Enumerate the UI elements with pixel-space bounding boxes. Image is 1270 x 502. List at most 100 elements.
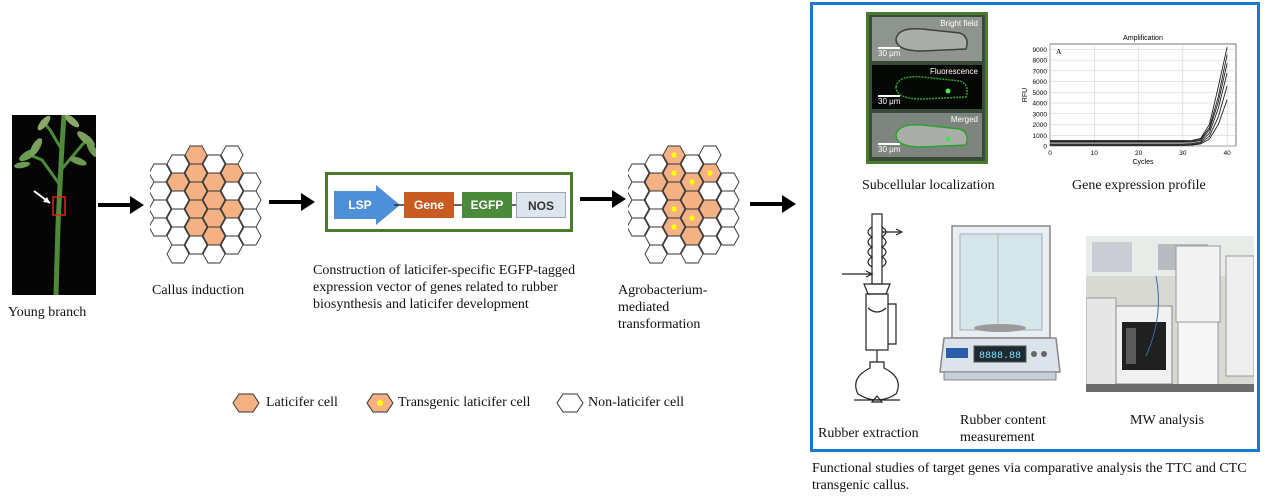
non-laticifer-cell <box>662 235 686 255</box>
x-tick-label: 40 <box>1224 150 1232 157</box>
gene-box: Gene <box>404 192 454 218</box>
transgenic-cell-legend-icon <box>366 393 394 413</box>
lsp-label: LSP <box>348 198 372 212</box>
scale-bar: 30 μm <box>878 95 901 106</box>
non-laticifer-cell <box>166 190 190 210</box>
non-laticifer-cell-legend-icon <box>556 393 584 413</box>
laticifer-cell <box>662 181 686 201</box>
cell-outline <box>895 27 968 52</box>
non-laticifer-cell <box>628 163 650 183</box>
transgenic-marker <box>689 179 695 185</box>
non-laticifer-cell <box>238 172 262 192</box>
non-laticifer-cell <box>716 190 740 210</box>
arrow-right-icon <box>98 196 144 214</box>
non-laticifer-cell <box>716 226 740 246</box>
fluorescent-cell <box>895 75 968 100</box>
rubber-content-label: Rubber content measurement <box>960 413 1046 445</box>
amplification-curve-1 <box>1050 47 1228 142</box>
non-laticifer-cell <box>202 154 226 174</box>
y-tick-label: 2000 <box>1033 122 1048 129</box>
fluorescence-panel: Fluorescence 30 μm <box>872 65 982 109</box>
non-laticifer-cell <box>716 208 740 228</box>
non-laticifer-cell <box>698 145 722 165</box>
non-laticifer-cell <box>238 190 262 210</box>
y-axis-label: RFU <box>1022 88 1029 102</box>
non-laticifer-cell <box>698 235 722 255</box>
gene-expression-profile-label: Gene expression profile <box>1072 178 1206 193</box>
non-laticifer-cell <box>644 154 668 174</box>
non-laticifer-cell <box>220 145 244 165</box>
laticifer-cell <box>202 226 226 246</box>
non-laticifer-cell <box>220 217 244 237</box>
vector-backbone-line <box>394 204 516 206</box>
x-tick-label: 10 <box>1091 150 1099 157</box>
y-tick-label: 8000 <box>1033 58 1048 65</box>
mw-analysis-label: MW analysis <box>1130 413 1205 428</box>
egfp-box: EGFP <box>462 192 512 218</box>
non-laticifer-cell <box>220 181 244 201</box>
transgenic-marker <box>671 152 677 158</box>
non-laticifer-cell <box>698 217 722 237</box>
non-laticifer-cell <box>628 217 650 237</box>
x-axis-label: Cycles <box>1132 159 1154 166</box>
amplification-curve-2 <box>1050 54 1228 142</box>
balance-display: 8888.88 <box>979 351 1021 362</box>
subcellular-localization-label: Subcellular localization <box>862 178 995 193</box>
non-laticifer-cell <box>166 154 190 174</box>
laticifer-cell <box>166 172 190 192</box>
lsp-promoter-arrow <box>334 185 400 225</box>
subcellular-micrograph: Bright field 30 μm Fluorescence 30 μm Me… <box>866 12 988 164</box>
legend-laticifer-cell: Laticifer cell <box>266 395 338 410</box>
x-tick-label: 20 <box>1135 150 1143 157</box>
laticifer-cell <box>184 199 208 219</box>
non-laticifer-cell <box>150 199 172 219</box>
merged-panel: Merged 30 μm <box>872 113 982 157</box>
y-tick-label: 7000 <box>1033 68 1048 75</box>
laticifer-cell <box>202 172 226 192</box>
transgenic-marker <box>671 224 677 230</box>
merged-cell <box>895 123 968 148</box>
non-laticifer-cell <box>184 235 208 255</box>
non-laticifer-cell <box>716 172 740 192</box>
callus-cell-grid <box>150 145 262 264</box>
non-laticifer-cell <box>644 208 668 228</box>
analytical-balance-drawing: 8888.88 <box>939 225 1061 381</box>
expression-vector-box: LSP Gene EGFP NOS <box>325 172 573 232</box>
soxhlet-extractor-drawing <box>842 213 904 403</box>
laticifer-cell <box>698 199 722 219</box>
transgenic-marker <box>689 215 695 221</box>
laticifer-cell <box>184 217 208 237</box>
transgenic-callus-cell-grid <box>628 145 740 264</box>
scale-bar: 30 μm <box>878 47 901 58</box>
scale-bar: 30 μm <box>878 143 901 154</box>
chart-title: Amplification <box>1123 35 1163 42</box>
young-branch-label: Young branch <box>8 305 87 320</box>
y-tick-label: 0 <box>1043 144 1047 151</box>
x-tick-label: 30 <box>1179 150 1187 157</box>
transgenic-marker <box>671 206 677 212</box>
construction-label: Construction of laticifer-specific EGFP-… <box>313 263 576 312</box>
laticifer-cell <box>184 145 208 165</box>
non-laticifer-cell <box>166 208 190 228</box>
transgenic-marker <box>707 170 713 176</box>
legend-non-laticifer-cell: Non-laticifer cell <box>588 395 685 410</box>
non-laticifer-cell <box>220 235 244 255</box>
functional-studies-caption: Functional studies of target genes via c… <box>812 461 1247 493</box>
laticifer-cell <box>202 208 226 228</box>
laticifer-cell-legend-icon <box>232 393 260 413</box>
non-laticifer-cell <box>628 181 650 201</box>
laticifer-cell <box>184 163 208 183</box>
laticifer-cell <box>220 199 244 219</box>
arrow-right-icon <box>269 193 315 211</box>
laticifer-cell <box>220 163 244 183</box>
callus-induction-label: Callus induction <box>152 283 245 298</box>
laticifer-cell <box>202 190 226 210</box>
x-tick-label: 0 <box>1048 150 1052 157</box>
amplification-curve-4 <box>1050 72 1228 145</box>
non-laticifer-cell <box>644 226 668 246</box>
young-branch-photo <box>12 115 96 295</box>
non-laticifer-cell <box>238 208 262 228</box>
nos-box: NOS <box>516 192 566 218</box>
rubber-extraction-label: Rubber extraction <box>818 426 919 441</box>
